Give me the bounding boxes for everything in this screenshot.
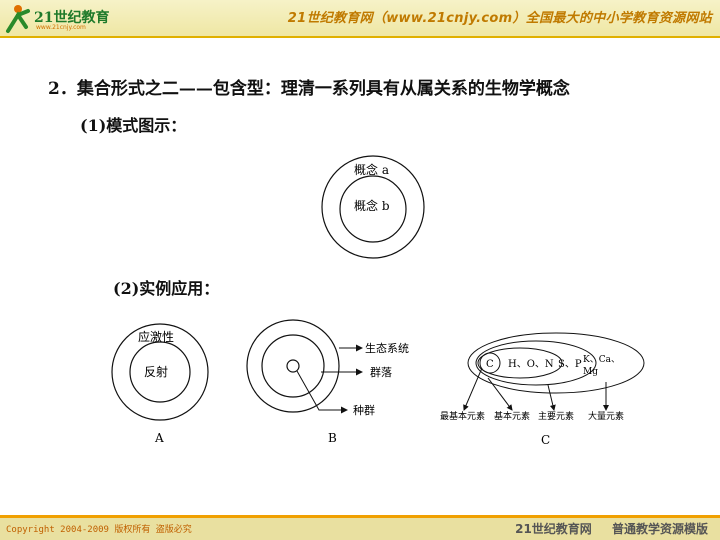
copyright-text: Copyright 2004-2009 版权所有 盗版必究 — [6, 525, 192, 535]
outer-label: 应激性 — [138, 329, 174, 344]
arrow-most-basic — [463, 367, 483, 411]
outer-circle — [111, 323, 209, 421]
arrow-main — [547, 384, 556, 411]
inner-circle — [286, 359, 300, 373]
inner-label: 反射 — [144, 364, 168, 379]
logo-figure-head — [14, 5, 22, 13]
outer-circle — [321, 155, 425, 259]
element-kca: K、Ca、 — [583, 355, 620, 365]
label-ecosystem: 生态系统 — [365, 341, 409, 355]
label-most-basic: 最基本元素 — [440, 410, 485, 422]
example-label: (2)实例应用： — [113, 279, 220, 298]
caption-a: A — [154, 431, 164, 445]
caption-c: C — [541, 433, 550, 447]
pattern-diagram: 概念 a 概念 b — [318, 152, 430, 262]
ellipse-main — [475, 340, 597, 386]
site-title[interactable]: 21世纪教育网（www.21cnjy.com）全国最大的中小学教育资源网站 — [287, 11, 712, 26]
header-bar: 21世纪教育 www.21cnjy.com 21世纪教育网（www.21cnjy… — [0, 0, 720, 38]
diagram-a: 应激性 反射 A — [108, 318, 218, 448]
caption-b: B — [328, 431, 337, 445]
inner-circle — [339, 175, 407, 243]
label-macro: 大量元素 — [588, 410, 624, 422]
footer-site-text[interactable]: 21世纪教育网 普通教学资源模版 — [515, 522, 708, 536]
ellipse-basic — [477, 347, 563, 379]
element-sp: S、P — [558, 359, 582, 370]
diagram-c: C H、O、N S、P K、Ca、 Mg 最基本元素 基本元素 主要元素 大量元… — [438, 322, 650, 448]
logo-subtext: www.21cnjy.com — [36, 24, 86, 31]
element-c: C — [486, 359, 494, 370]
element-mg: Mg — [583, 367, 598, 377]
ellipse-macro — [467, 332, 645, 394]
element-hon: H、O、N — [508, 359, 554, 370]
inner-concept-label: 概念 b — [354, 198, 390, 213]
inner-circle — [129, 341, 191, 403]
label-main: 主要元素 — [538, 410, 574, 422]
label-basic: 基本元素 — [494, 410, 530, 422]
pattern-label: (1)模式图示： — [80, 116, 187, 135]
section-heading: 2．集合形式之二——包含型：理清一系列具有从属关系的生物学概念 — [48, 79, 570, 99]
logo-figure-body — [6, 9, 30, 33]
outer-concept-label: 概念 a — [354, 162, 389, 177]
diagram-b: 生态系统 群落 种群 B — [235, 316, 420, 448]
middle-circle — [261, 334, 325, 398]
footer-bar: Copyright 2004-2009 版权所有 盗版必究 21世纪教育网 普通… — [0, 515, 720, 540]
arrow-basic — [487, 377, 513, 411]
logo-text: 21世纪教育 — [34, 9, 109, 26]
label-population: 种群 — [353, 403, 375, 417]
site-logo: 21世纪教育 — [6, 5, 109, 33]
arrow-population — [296, 370, 348, 414]
label-community: 群落 — [370, 365, 392, 379]
outer-circle — [246, 319, 340, 413]
